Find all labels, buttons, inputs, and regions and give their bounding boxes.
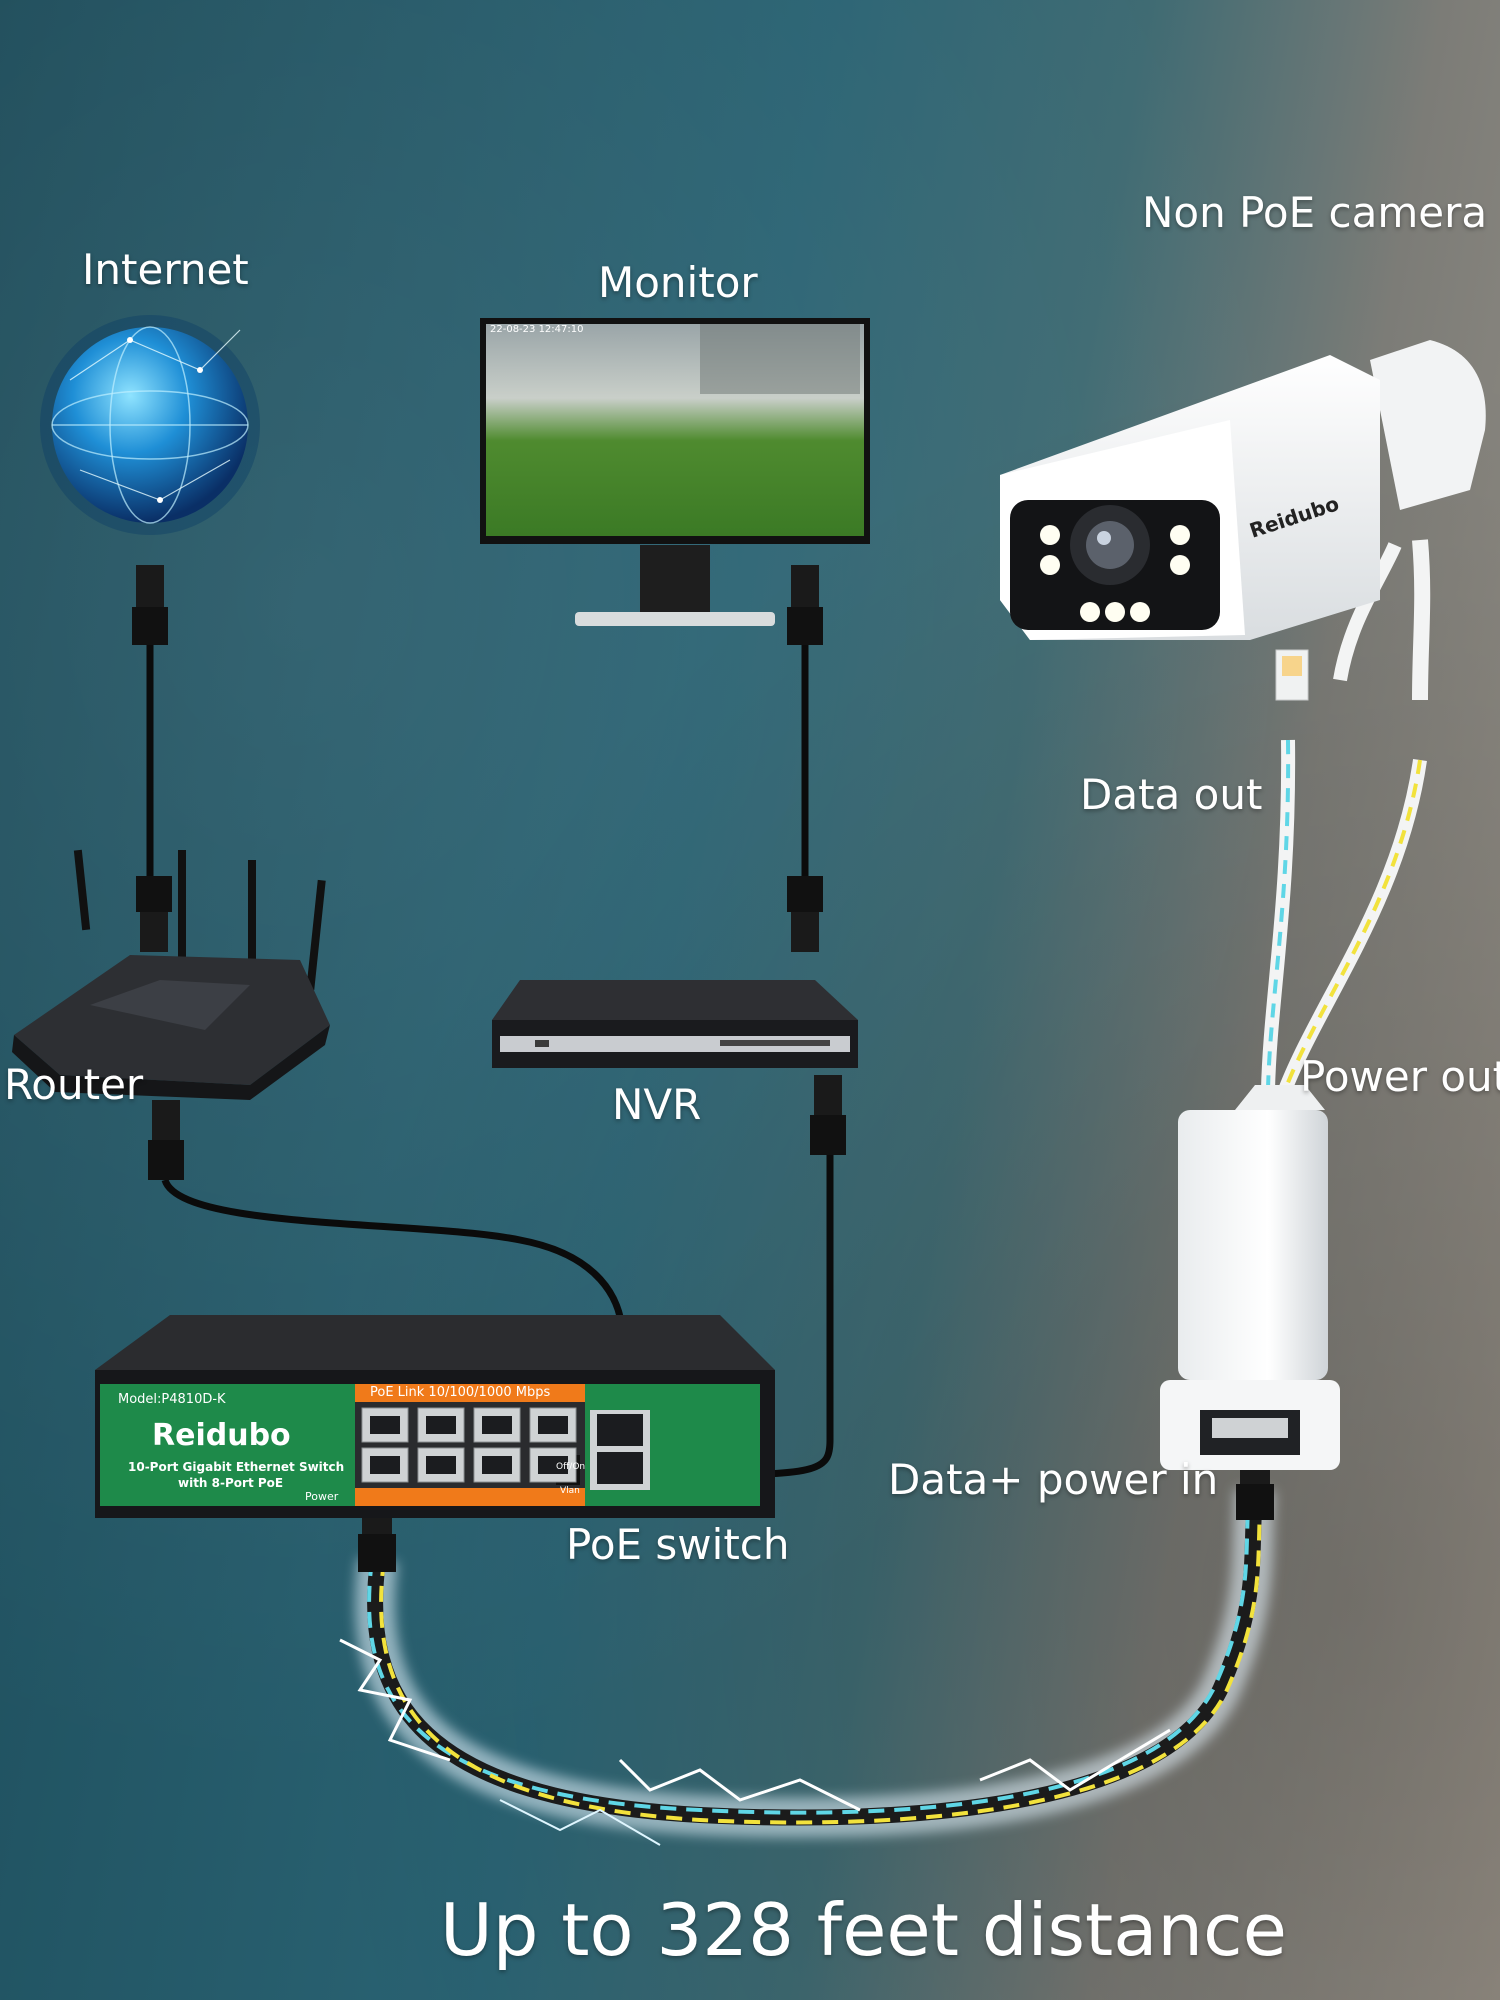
label-poe-switch: PoE switch (566, 1520, 790, 1569)
rj45-plug-nvr-top (787, 876, 823, 952)
rj45-plug-data-out (1275, 649, 1309, 701)
switch-line1: 10-Port Gigabit Ethernet Switch (128, 1460, 345, 1474)
poe-port-socket (370, 1456, 400, 1474)
rj45-plug-router-bottom (148, 1100, 184, 1180)
poe-port-socket (482, 1416, 512, 1434)
rj45-plug-internet (132, 565, 168, 645)
label-nvr: NVR (612, 1080, 702, 1129)
switch-model: Model:P4810D-K (118, 1392, 226, 1407)
uplink-port (597, 1414, 643, 1446)
nvr-icon (492, 980, 858, 1068)
switch-toggle-label-2: Vlan (560, 1486, 580, 1496)
label-monitor: Monitor (598, 258, 758, 307)
poe-splitter-icon (1160, 1085, 1340, 1470)
label-data-power-in: Data+ power in (888, 1455, 1219, 1504)
label-non-poe-camera: Non PoE camera (1142, 188, 1488, 237)
cable-router-switch (161, 1178, 626, 1331)
switch-port-header: PoE Link 10/100/1000 Mbps (370, 1385, 551, 1400)
label-data-out: Data out (1080, 770, 1263, 819)
switch-brand: Reidubo (152, 1418, 291, 1453)
rj45-plug-router-top (136, 876, 172, 952)
poe-switch-ports (361, 1407, 643, 1484)
poe-port-socket (426, 1456, 456, 1474)
poe-port-socket (370, 1416, 400, 1434)
label-distance: Up to 328 feet distance (440, 1888, 1287, 1972)
label-internet: Internet (82, 245, 249, 294)
poe-port-socket (538, 1456, 568, 1474)
poe-port-socket (426, 1416, 456, 1434)
rj45-plug-monitor (787, 565, 823, 645)
switch-line2: with 8-Port PoE (178, 1476, 284, 1490)
label-power-out: Power out (1300, 1052, 1500, 1101)
rj45-plug-nvr-bottom (810, 1075, 846, 1155)
switch-toggle-label-1: Off/On (556, 1462, 586, 1472)
poe-port-socket (538, 1416, 568, 1434)
poe-port-socket (482, 1456, 512, 1474)
camera-icon (1000, 340, 1486, 640)
splitter-power-cable (1278, 759, 1427, 1093)
uplink-port (597, 1452, 643, 1484)
router-icon (12, 849, 330, 1100)
monitor-timestamp: 22-08-23 12:47:10 (490, 324, 583, 335)
globe-icon (40, 315, 260, 535)
switch-power-label: Power (305, 1490, 339, 1503)
poe-cable (339, 1488, 1275, 1846)
monitor-icon (480, 318, 870, 626)
splitter-data-cable (1261, 739, 1296, 1091)
poe-port (529, 1407, 577, 1443)
label-router: Router (4, 1060, 144, 1109)
